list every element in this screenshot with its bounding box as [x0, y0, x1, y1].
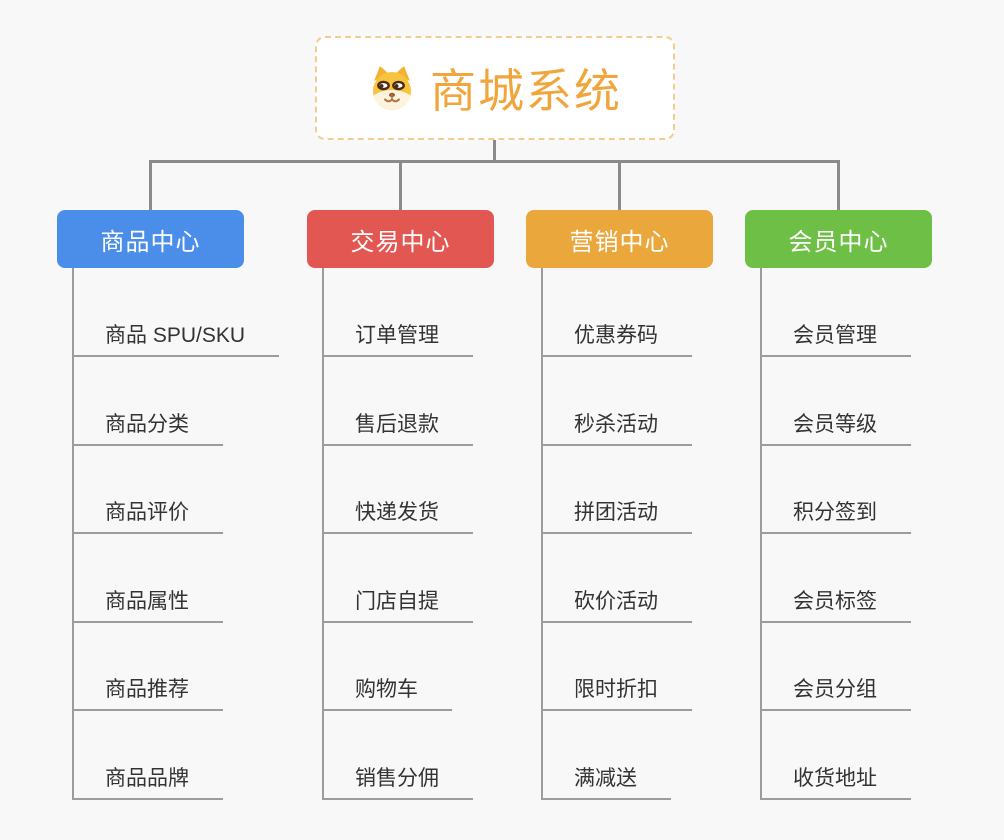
connector-bus [149, 160, 840, 163]
root-topic[interactable]: 商城系统 [315, 36, 675, 140]
branch-marketing-center[interactable]: 营销中心 [526, 210, 713, 268]
child-topic[interactable]: 商品评价 [72, 502, 223, 534]
child-topic[interactable]: 售后退款 [322, 414, 473, 446]
child-topic[interactable]: 快递发货 [322, 502, 473, 534]
child-topic[interactable]: 会员标签 [760, 591, 911, 623]
child-topic[interactable]: 门店自提 [322, 591, 473, 623]
branch-product-center[interactable]: 商品中心 [57, 210, 244, 268]
child-topic[interactable]: 会员管理 [760, 325, 911, 357]
shiba-dog-icon [368, 64, 416, 112]
connector-drop-member [837, 160, 840, 210]
branch-label: 会员中心 [788, 228, 889, 256]
branch-product-spine [72, 268, 74, 800]
child-topic[interactable]: 会员等级 [760, 414, 911, 446]
child-topic[interactable]: 商品 SPU/SKU [72, 325, 280, 357]
branch-member-spine [760, 268, 762, 800]
child-topic[interactable]: 收货地址 [760, 768, 911, 800]
branch-label: 商品中心 [100, 228, 201, 256]
connector-drop-product [149, 160, 152, 210]
child-topic[interactable]: 购物车 [322, 679, 452, 711]
child-topic[interactable]: 销售分佣 [322, 768, 473, 800]
root-topic-title: 商城系统 [430, 65, 622, 117]
branch-trade-center[interactable]: 交易中心 [307, 210, 494, 268]
branch-marketing-spine [541, 268, 543, 800]
branch-label: 营销中心 [569, 228, 670, 256]
branch-trade-spine [322, 268, 324, 800]
connector-root-drop [493, 140, 496, 162]
connector-drop-marketing [618, 160, 621, 210]
child-topic[interactable]: 限时折扣 [541, 679, 692, 711]
branch-label: 交易中心 [350, 228, 451, 256]
child-topic[interactable]: 商品推荐 [72, 679, 223, 711]
child-topic[interactable]: 商品属性 [72, 591, 223, 623]
child-topic[interactable]: 砍价活动 [541, 591, 692, 623]
child-topic[interactable]: 订单管理 [322, 325, 473, 357]
child-topic[interactable]: 商品品牌 [72, 768, 223, 800]
child-topic[interactable]: 满减送 [541, 768, 671, 800]
branch-member-center[interactable]: 会员中心 [745, 210, 932, 268]
child-topic[interactable]: 拼团活动 [541, 502, 692, 534]
child-topic[interactable]: 优惠券码 [541, 325, 692, 357]
child-topic[interactable]: 会员分组 [760, 679, 911, 711]
child-topic[interactable]: 秒杀活动 [541, 414, 692, 446]
connector-drop-trade [399, 160, 402, 210]
child-topic[interactable]: 商品分类 [72, 414, 223, 446]
child-topic[interactable]: 积分签到 [760, 502, 911, 534]
